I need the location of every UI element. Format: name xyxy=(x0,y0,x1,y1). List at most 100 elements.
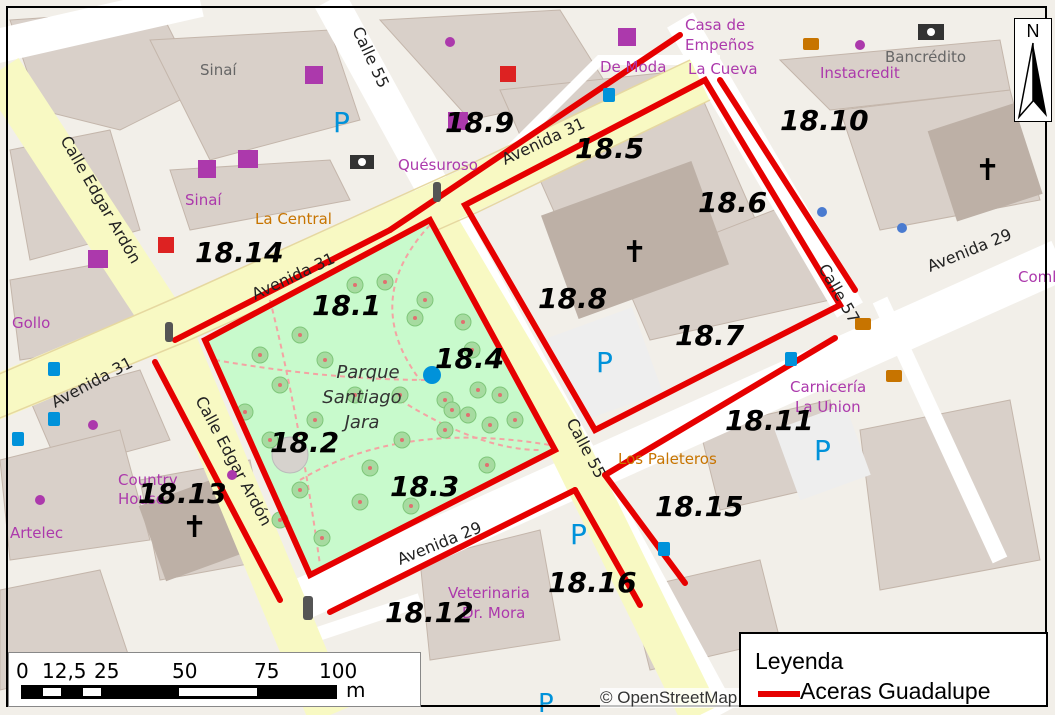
tree-trunk xyxy=(513,418,517,422)
tree-trunk xyxy=(400,438,404,442)
poi-dots-blue xyxy=(817,207,907,233)
tree-trunk xyxy=(258,353,262,357)
traffic-light-icon xyxy=(165,182,441,620)
tree-trunk xyxy=(353,283,357,287)
segment-label-18-9: 18.9 xyxy=(445,106,514,139)
legend-swatch-sidewalk xyxy=(758,691,800,697)
poi-instacredit: Instacredit xyxy=(820,64,900,82)
north-arrow: N xyxy=(1014,18,1052,122)
sidewalk-18-13 xyxy=(152,359,283,603)
scale-unit: m xyxy=(346,678,366,702)
scale-tick-75: 75 xyxy=(254,659,280,683)
church-building-1 xyxy=(541,160,729,320)
sidewalk-18-12 xyxy=(327,487,578,615)
sidewalk-18-10 xyxy=(717,77,858,293)
segment-label-18-8: 18.8 xyxy=(538,282,607,315)
segment-label-18-12: 18.12 xyxy=(385,596,474,629)
sidewalk-18-15b xyxy=(602,472,688,586)
park-name-line-2: Santiago xyxy=(322,387,401,408)
bookstore-icon xyxy=(88,112,468,268)
scale-tick-25: 25 xyxy=(94,659,120,683)
poi-bancredito: Bancrédito xyxy=(885,48,966,66)
parking-icon: P xyxy=(538,689,554,715)
park-trees xyxy=(236,273,524,547)
bus-stop-icon xyxy=(12,88,797,556)
segment-label-18-3: 18.3 xyxy=(390,470,459,503)
park-name-line-3: Jara xyxy=(342,412,380,433)
cafe-icon xyxy=(803,38,902,382)
poi-gollo: Gollo xyxy=(12,314,50,332)
scale-bar: 0 12,5 25 50 75 100 m xyxy=(8,652,421,707)
scale-tick-12-5: 12,5 xyxy=(42,659,87,683)
segment-label-18-10: 18.10 xyxy=(780,104,869,137)
tree-trunk xyxy=(443,398,447,402)
segment-label-18-13: 18.13 xyxy=(138,477,227,510)
church-icon: ✝ xyxy=(975,153,1000,188)
sidewalk-block xyxy=(460,76,845,434)
poi-veterinaria-2: Dr. Mora xyxy=(462,604,525,622)
shop-dots xyxy=(35,37,865,505)
poi-comb: Comb xyxy=(1018,268,1055,286)
segment-label-18-11: 18.11 xyxy=(725,404,814,437)
poi-la-central: La Central xyxy=(255,210,332,228)
tree-trunk xyxy=(450,408,454,412)
park-paths xyxy=(214,224,551,566)
poi-los-paleteros: Los Paleteros xyxy=(618,450,717,468)
tree-trunk xyxy=(485,463,489,467)
segment-label-18-14: 18.14 xyxy=(195,236,284,269)
scale-tick-100: 100 xyxy=(319,659,358,683)
poi-sinai-top: Sinaí xyxy=(200,61,237,79)
tree-trunk xyxy=(413,316,417,320)
parking-icon: P xyxy=(596,346,613,379)
clothes-icon xyxy=(198,28,636,178)
poi-de-moda: De Moda xyxy=(600,58,666,76)
tree-trunk xyxy=(358,500,362,504)
segment-label-18-2: 18.2 xyxy=(270,426,339,459)
tree-trunk xyxy=(243,410,247,414)
poi-casa-empenos-1: Casa de xyxy=(685,16,745,34)
scale-tick-50: 50 xyxy=(172,659,198,683)
parking-icon: P xyxy=(814,434,831,467)
segment-label-18-6: 18.6 xyxy=(698,186,767,219)
tree-trunk xyxy=(323,358,327,362)
sidewalk-18-14 xyxy=(172,227,393,343)
tree-trunk xyxy=(461,320,465,324)
tree-trunk xyxy=(353,393,357,397)
tree-trunk xyxy=(368,466,372,470)
tree-trunk xyxy=(409,504,413,508)
segment-label-18-16: 18.16 xyxy=(548,566,637,599)
park-name-line-1: Parque xyxy=(336,362,399,383)
parking-lot-2 xyxy=(774,404,871,501)
tree-trunk xyxy=(320,536,324,540)
tree-trunk xyxy=(443,428,447,432)
poi-country-1: Country xyxy=(118,471,178,489)
church-building-2 xyxy=(927,103,1043,222)
poi-quesuroso: Quésuroso xyxy=(398,156,478,174)
church-building-3 xyxy=(138,478,242,582)
segment-label-18-15: 18.15 xyxy=(655,490,744,523)
parking-icon: P xyxy=(570,518,587,551)
poi-casa-empenos-2: Empeños xyxy=(685,36,755,54)
legend-item-label: Aceras Guadalupe xyxy=(800,678,991,704)
north-label: N xyxy=(1026,21,1040,41)
poi-carniceria-2: La Union xyxy=(795,398,861,416)
park-name: Parque Santiago Jara xyxy=(322,362,401,433)
icons: ✝ ✝ ✝ P P P P P xyxy=(12,24,1000,715)
tree-trunk xyxy=(466,413,470,417)
segment-label-18-1: 18.1 xyxy=(312,289,381,322)
segment-label-18-5: 18.5 xyxy=(575,132,644,165)
tree-trunk xyxy=(278,383,282,387)
legend: Leyenda Aceras Guadalupe xyxy=(739,632,1048,707)
legend-title: Leyenda xyxy=(755,648,844,674)
segment-label-18-4: 18.4 xyxy=(435,342,504,375)
tree-trunk xyxy=(470,348,474,352)
segment-label-18-7: 18.7 xyxy=(675,319,745,352)
north-arrow-icon xyxy=(1017,42,1047,120)
pharmacy-icon xyxy=(158,66,516,253)
fountain-icon xyxy=(423,366,441,384)
scale-tick-0: 0 xyxy=(16,659,29,683)
poi-casa-empenos-3: La Cueva xyxy=(688,60,758,78)
map-attribution[interactable]: © OpenStreetMap xyxy=(600,688,739,708)
segment-labels: 18.1 18.2 18.3 18.4 18.5 18.6 18.7 18.8 18.9 18.1… xyxy=(138,104,869,629)
